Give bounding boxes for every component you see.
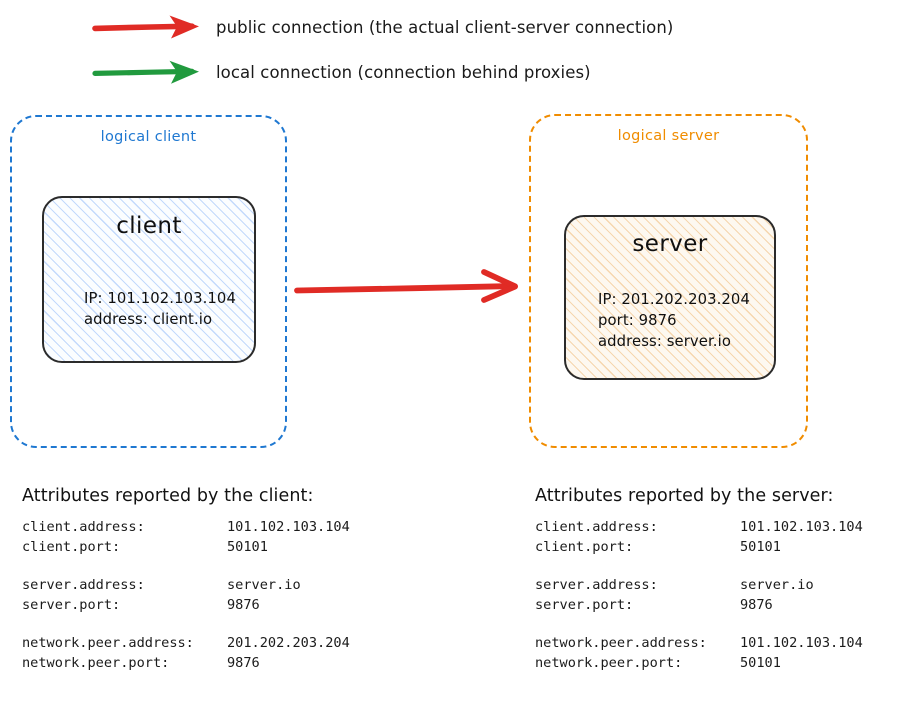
row-spacer — [535, 615, 863, 634]
arrow-right-icon — [92, 15, 199, 39]
table-row: server.port: 9876 — [535, 596, 863, 616]
table-row: network.peer.port: 9876 — [22, 654, 350, 674]
client-attributes-heading: Attributes reported by the client: — [22, 486, 314, 506]
logical-server-group: logical server — [529, 114, 808, 448]
row-spacer — [22, 557, 350, 576]
attribute-value: 101.102.103.104 — [740, 635, 863, 651]
server-node-detail-port: port: 9876 — [598, 312, 677, 329]
attribute-key: client.address: — [535, 519, 658, 535]
attribute-key: server.port: — [535, 596, 634, 613]
server-node-box: server IP: 201.202.203.204 port: 9876 ad… — [564, 215, 776, 380]
table-row: server.address: server.io — [22, 576, 350, 596]
legend-item-public-connection: public connection (the actual client-ser… — [92, 10, 673, 44]
attribute-value: 101.102.103.104 — [740, 519, 863, 535]
legend-item-local-connection: local connection (connection behind prox… — [92, 55, 591, 89]
logical-server-title: logical server — [617, 128, 720, 144]
arrow-right-icon — [92, 60, 199, 84]
client-node-box: client IP: 101.102.103.104 address: clie… — [42, 196, 256, 363]
attribute-value: server.io — [740, 577, 814, 593]
attribute-key: network.peer.port: — [22, 654, 170, 671]
logical-client-title: logical client — [100, 129, 197, 145]
attribute-value: server.io — [227, 577, 301, 593]
server-node-details: IP: 201.202.203.204 port: 9876 address: … — [598, 289, 750, 352]
attribute-value: 201.202.203.204 — [227, 635, 350, 651]
legend-label-local-connection: local connection (connection behind prox… — [216, 62, 591, 82]
public-connection-arrow-icon — [294, 269, 518, 303]
server-attributes-table: client.address: 101.102.103.104 client.p… — [535, 518, 863, 673]
attribute-key: server.port: — [22, 596, 121, 613]
server-node-detail-ip: IP: 201.202.203.204 — [598, 291, 750, 308]
attribute-key: network.peer.port: — [535, 654, 683, 671]
server-attributes-heading: Attributes reported by the server: — [535, 486, 834, 506]
attribute-value: 9876 — [740, 596, 773, 613]
table-row: network.peer.address: 101.102.103.104 — [535, 634, 863, 654]
server-node-detail-address: address: server.io — [598, 333, 731, 350]
logical-client-group: logical client — [10, 115, 287, 448]
attribute-key: client.port: — [22, 538, 121, 555]
client-node-detail-address: address: client.io — [84, 311, 213, 328]
client-attributes-panel: Attributes reported by the client: clien… — [22, 486, 350, 673]
table-row: client.address: 101.102.103.104 — [22, 518, 350, 538]
server-node-title: server — [632, 231, 708, 257]
client-attributes-table: client.address: 101.102.103.104 client.p… — [22, 518, 350, 673]
attribute-value: 101.102.103.104 — [227, 519, 350, 535]
table-row: server.address: server.io — [535, 576, 863, 596]
table-row: network.peer.address: 201.202.203.204 — [22, 634, 350, 654]
attribute-key: client.port: — [535, 538, 634, 555]
table-row: client.port: 50101 — [535, 538, 863, 558]
table-row: server.port: 9876 — [22, 596, 350, 616]
attribute-key: server.address: — [535, 577, 658, 593]
table-row: network.peer.port: 50101 — [535, 654, 863, 674]
attribute-key: server.address: — [22, 577, 145, 593]
attribute-key: client.address: — [22, 519, 145, 535]
server-attributes-panel: Attributes reported by the server: clien… — [535, 486, 863, 673]
row-spacer — [22, 615, 350, 634]
attribute-key: network.peer.address: — [535, 635, 707, 651]
attribute-value: 9876 — [227, 654, 260, 671]
attribute-value: 50101 — [740, 538, 781, 555]
attribute-value: 50101 — [227, 538, 268, 555]
table-row: client.address: 101.102.103.104 — [535, 518, 863, 538]
attribute-key: network.peer.address: — [22, 635, 194, 651]
legend-label-public-connection: public connection (the actual client-ser… — [216, 17, 674, 37]
row-spacer — [535, 557, 863, 576]
attribute-value: 9876 — [227, 596, 260, 613]
client-node-title: client — [116, 213, 182, 239]
table-row: client.port: 50101 — [22, 538, 350, 558]
client-node-detail-ip: IP: 101.102.103.104 — [84, 290, 236, 307]
client-node-details: IP: 101.102.103.104 address: client.io — [84, 288, 236, 330]
attribute-value: 50101 — [740, 654, 781, 671]
